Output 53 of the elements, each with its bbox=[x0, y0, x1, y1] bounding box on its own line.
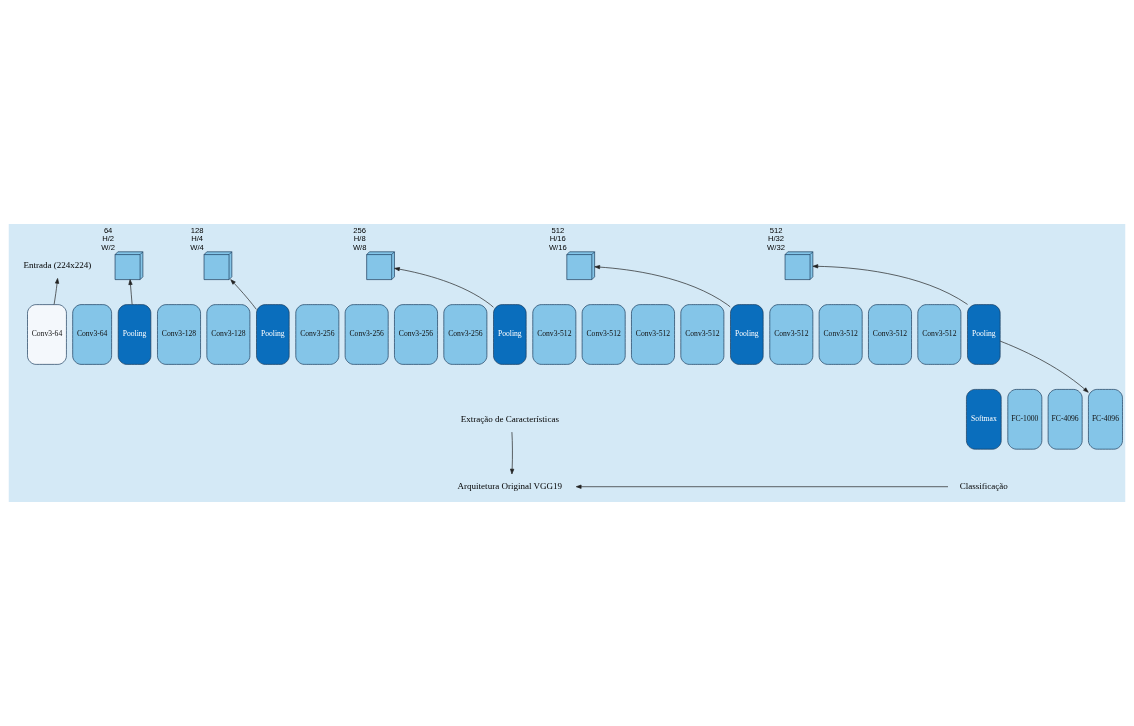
node-box: Pooling bbox=[730, 304, 764, 365]
arrow bbox=[53, 278, 60, 305]
node-box: Conv3-64 bbox=[27, 304, 67, 365]
node-box: Conv3-128 bbox=[157, 304, 201, 365]
node-label: 256 bbox=[353, 225, 367, 235]
node-box: Conv3-256 bbox=[344, 304, 389, 365]
node-label: 512 bbox=[769, 225, 783, 235]
node-label: H/32 bbox=[767, 234, 785, 244]
node-box: Conv3-512 bbox=[818, 304, 863, 365]
arrow bbox=[510, 431, 515, 475]
arrow bbox=[594, 265, 731, 308]
node-text: Classificação bbox=[959, 481, 1008, 492]
node-label: H/16 bbox=[549, 234, 566, 244]
node-box: Pooling bbox=[256, 304, 290, 365]
node-box: Conv3-512 bbox=[769, 304, 814, 365]
node-box: Conv3-512 bbox=[532, 304, 577, 365]
node-box: Conv3-512 bbox=[581, 304, 626, 365]
node-box: FC-4096 bbox=[1047, 389, 1083, 450]
arrow bbox=[999, 340, 1089, 393]
node-text: Entrada (224x224) bbox=[23, 260, 92, 271]
node-box: FC-1000 bbox=[1007, 389, 1043, 450]
arrow bbox=[230, 279, 257, 310]
node-label: H/2 bbox=[102, 234, 115, 244]
node-box: Conv3-512 bbox=[631, 304, 675, 365]
node-box: Conv3-256 bbox=[443, 304, 488, 365]
node-box: Conv3-256 bbox=[394, 304, 438, 365]
node-label: W/4 bbox=[190, 242, 204, 252]
node-box: Pooling bbox=[493, 304, 527, 365]
node-box: Conv3-512 bbox=[868, 304, 912, 365]
node-box: Conv3-256 bbox=[295, 304, 340, 365]
node-label: 64 bbox=[103, 225, 113, 235]
arrow bbox=[575, 484, 949, 489]
node-label: 512 bbox=[551, 225, 565, 235]
node-text: Extração de Características bbox=[460, 413, 559, 424]
node-label: H/4 bbox=[191, 234, 204, 244]
arrow bbox=[128, 279, 133, 305]
node-label: W/16 bbox=[548, 242, 567, 252]
node-label: W/8 bbox=[352, 242, 367, 252]
node-box: Pooling bbox=[967, 304, 1001, 365]
node-box: Pooling bbox=[117, 304, 152, 365]
arrow bbox=[812, 264, 968, 305]
node-box: Softmax bbox=[966, 389, 1002, 450]
node-box: Conv3-64 bbox=[72, 304, 112, 365]
node-box: Conv3-512 bbox=[917, 304, 962, 365]
node-label: 128 bbox=[190, 225, 204, 235]
arrow bbox=[394, 267, 494, 308]
node-label: H/8 bbox=[353, 234, 366, 244]
node-text: Arquitetura Original VGG19 bbox=[457, 481, 563, 492]
node-box: Conv3-128 bbox=[206, 304, 251, 365]
node-label: W/32 bbox=[767, 242, 785, 252]
node-label: W/2 bbox=[101, 242, 115, 252]
node-box: FC-4096 bbox=[1088, 389, 1123, 450]
node-box: Conv3-512 bbox=[680, 304, 725, 365]
